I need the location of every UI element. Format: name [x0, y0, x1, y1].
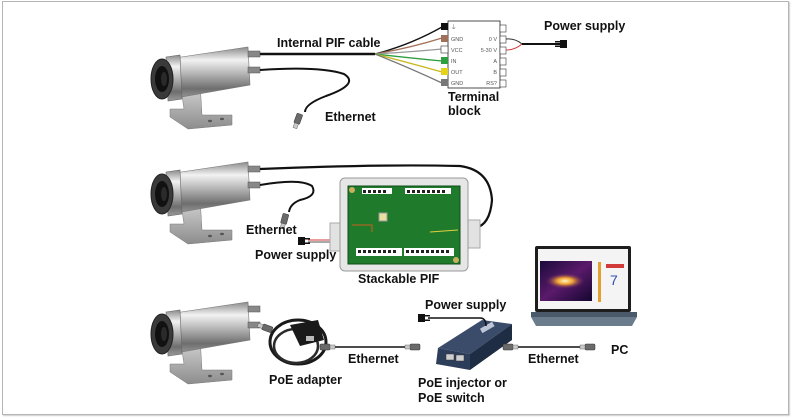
tb-pin-left-1: GND: [451, 37, 463, 43]
poe-adapter-label: PoE adapter: [269, 373, 342, 387]
ethernet-cable-2: [259, 180, 315, 213]
tb-pin-left-5: GND: [451, 81, 463, 87]
diagram-frame: [2, 1, 789, 415]
pif-wires: [374, 26, 443, 84]
camera-2: [150, 161, 261, 245]
setup-stackable-pif: [150, 161, 494, 272]
tb-pin-left-2: VCC: [451, 48, 463, 54]
pif-cable-2: [259, 164, 494, 230]
stackable-pif-device: [329, 177, 481, 272]
stackable-pif-label: Stackable PIF: [358, 272, 440, 286]
ethernet-label-4: Ethernet: [528, 352, 579, 366]
camera-1: [150, 46, 261, 130]
ethernet-label-3: Ethernet: [348, 352, 399, 366]
tb-pin-right-2: A: [493, 59, 497, 65]
power-cable-3: [428, 317, 487, 327]
terminal-block-label: Terminal block: [448, 90, 500, 118]
laptop-pc: 7: [531, 246, 637, 326]
camera-3: [150, 301, 261, 385]
tb-pin-left-0: ⏚: [451, 24, 457, 31]
ethernet-label-2: Ethernet: [246, 223, 297, 237]
tb-pin-left-3: IN: [451, 59, 457, 65]
ethernet-cable-1: [259, 67, 350, 113]
tb-pin-right-3: B: [493, 70, 497, 76]
setup-internal-pif: ⏚ GND VCC IN OUT GND 0 V 5-30 V A B RS?: [150, 20, 567, 130]
poe-injector: [436, 320, 512, 370]
pc-label: PC: [611, 343, 629, 357]
poe-injector-label-line1: PoE injector or: [418, 376, 507, 390]
tb-pin-right-4: RS?: [486, 81, 497, 87]
rj45-connector-icon: [291, 112, 304, 130]
ethernet-label-1: Ethernet: [325, 110, 376, 124]
tb-pin-left-4: OUT: [451, 70, 463, 76]
power-supply-label-2: Power supply: [255, 248, 337, 262]
ethernet-cable-4: [502, 343, 596, 351]
setup-poe: 7: [150, 246, 637, 385]
poe-adapter: [256, 318, 328, 366]
svg-text:7: 7: [610, 272, 618, 288]
internal-pif-cable-label: Internal PIF cable: [277, 36, 381, 50]
poe-injector-label-line2: PoE switch: [418, 391, 485, 405]
power-supply-label-1: Power supply: [544, 19, 626, 33]
tb-pin-right-1: 5-30 V: [481, 48, 498, 54]
power-supply-label-3: Power supply: [425, 298, 507, 312]
tb-pin-right-0: 0 V: [489, 37, 498, 43]
ethernet-cable-3: [319, 343, 421, 351]
terminal-block: ⏚ GND VCC IN OUT GND 0 V 5-30 V A B RS?: [440, 20, 507, 89]
power-plug-icon: [298, 237, 310, 245]
